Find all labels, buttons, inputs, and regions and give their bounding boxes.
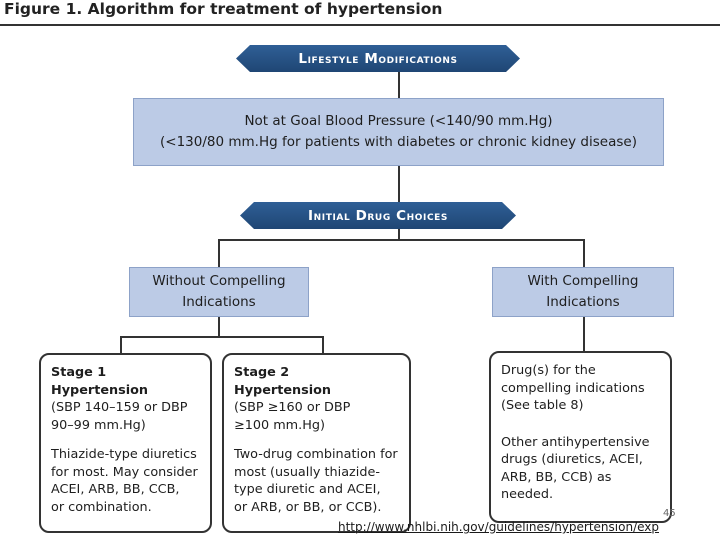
stage2-rec-1: Two-drug combination for: [234, 447, 398, 462]
without-compelling-box: Without Compelling Indications: [129, 267, 309, 317]
lifestyle-modifications-banner: Lifestyle Modifications: [236, 45, 520, 72]
stage2-criteria-2: ≥100 mm.Hg): [234, 417, 325, 433]
stage1-title-2: Hypertension: [51, 382, 149, 398]
stage1-rec-3: ACEI, ARB, BB, CCB,: [51, 482, 180, 497]
connector-with-down: [583, 317, 585, 351]
initial-drug-choices-label: Initial Drug Choices: [308, 207, 448, 224]
without-line-1: Without Compelling: [152, 273, 286, 289]
compelling-b-3: ARB, BB, CCB) as needed.: [501, 469, 612, 503]
with-line-2: Indications: [546, 294, 620, 310]
goal-blood-pressure-box: Not at Goal Blood Pressure (<140/90 mm.H…: [133, 98, 664, 166]
connector-horizontal-branch: [218, 239, 584, 241]
stage2-rec-2: most (usually thiazide-: [234, 464, 380, 480]
initial-drug-choices-banner: Initial Drug Choices: [240, 202, 516, 229]
compelling-drugs-box: Drug(s) for the compelling indications (…: [489, 351, 672, 523]
compelling-a-2: compelling indications: [501, 380, 645, 396]
with-compelling-box: With Compelling Indications: [492, 267, 674, 317]
stage2-hypertension-box: Stage 2 Hypertension (SBP ≥160 or DBP ≥1…: [222, 353, 411, 533]
figure-title: Figure 1. Algorithm for treatment of hyp…: [4, 0, 443, 18]
source-url-link[interactable]: http://www.nhlbi.nih.gov/guidelines/hype…: [338, 520, 659, 534]
stage1-criteria-2: 90–99 mm.Hg): [51, 417, 146, 433]
connector-lifestyle-goal: [398, 72, 400, 98]
with-line-1: With Compelling: [527, 273, 639, 289]
title-underline: [0, 24, 720, 26]
connector-to-stage2: [322, 336, 324, 354]
goal-line-2: (<130/80 mm.Hg for patients with diabete…: [160, 134, 637, 150]
goal-line-1: Not at Goal Blood Pressure (<140/90 mm.H…: [244, 113, 553, 129]
compelling-b-2: drugs (diuretics, ACEI,: [501, 452, 643, 467]
lifestyle-modifications-label: Lifestyle Modifications: [298, 50, 458, 67]
stage2-criteria-1: (SBP ≥160 or DBP: [234, 400, 351, 415]
stage1-rec-2: for most. May consider: [51, 464, 198, 480]
compelling-a-3: (See table 8): [501, 398, 584, 413]
connector-without-down: [218, 317, 220, 337]
connector-without-split: [120, 336, 324, 338]
stage2-rec-3: type diuretic and ACEI,: [234, 482, 381, 497]
connector-goal-initial: [398, 166, 400, 202]
without-line-2: Indications: [182, 294, 256, 310]
stage1-hypertension-box: Stage 1 Hypertension (SBP 140–159 or DBP…: [39, 353, 212, 533]
stage1-rec-1: Thiazide-type diuretics: [51, 447, 197, 462]
stage2-rec-4: or ARB, or BB, or CCB).: [234, 499, 382, 515]
connector-initial-down: [398, 228, 400, 240]
stage1-title-1: Stage 1: [51, 365, 107, 380]
connector-to-without: [218, 239, 220, 267]
compelling-b-1: Other antihypertensive: [501, 434, 650, 450]
connector-to-stage1: [120, 336, 122, 354]
stage2-title-2: Hypertension: [234, 382, 332, 398]
compelling-a-1: Drug(s) for the: [501, 363, 596, 378]
source-url[interactable]: http://www.nhlbi.nih.gov/guidelines/hype…: [338, 520, 659, 534]
stage1-rec-4: or combination.: [51, 499, 152, 515]
stage2-title-1: Stage 2: [234, 365, 290, 380]
connector-to-with: [583, 239, 585, 267]
stage1-criteria-1: (SBP 140–159 or DBP: [51, 400, 188, 415]
page-number: 45: [663, 508, 676, 519]
